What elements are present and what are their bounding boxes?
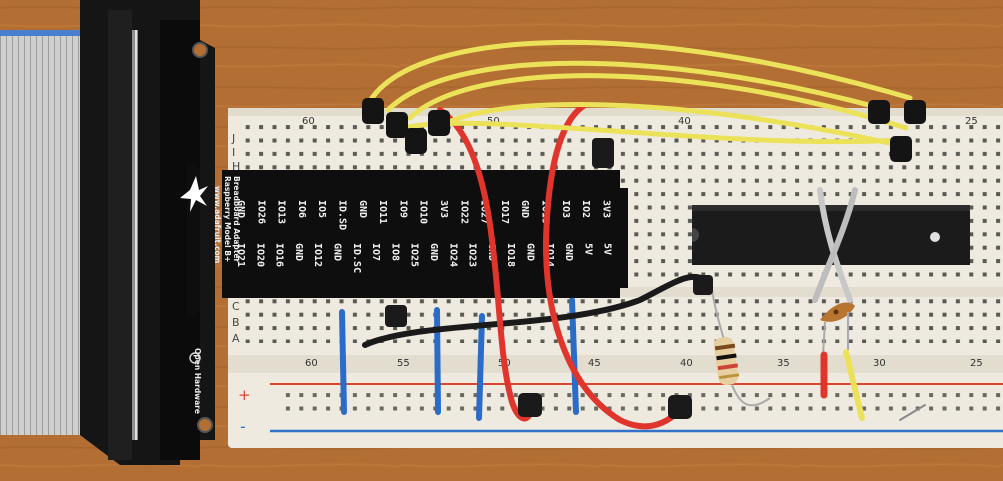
adapter-pin-label: ID.SD bbox=[337, 200, 348, 230]
col-number-top-25: 25 bbox=[965, 116, 978, 127]
resistor bbox=[711, 289, 771, 407]
adapter-pin-label: GND bbox=[357, 200, 368, 218]
red-wires bbox=[437, 102, 692, 430]
rail-minus-label: - bbox=[240, 417, 246, 436]
row-letter-c: C bbox=[232, 300, 240, 313]
adapter-pin-label: GND bbox=[525, 243, 536, 261]
adapter-pin-label: IO3 bbox=[560, 200, 571, 218]
oshw-gear-icon bbox=[189, 352, 201, 364]
ribbon-connector bbox=[80, 0, 215, 465]
adapter-pin-label: 3V3 bbox=[438, 200, 449, 218]
row-letter-b: B bbox=[232, 316, 240, 329]
adapter-pin-label: IO2 bbox=[580, 200, 591, 218]
adapter-pin-label: IO26 bbox=[255, 200, 266, 224]
col-number-bottom-40: 40 bbox=[680, 358, 693, 369]
adapter-pin-label: IO27 bbox=[479, 200, 490, 224]
rail-plus-label: + bbox=[238, 386, 251, 404]
col-number-bottom-45: 45 bbox=[588, 358, 601, 369]
adapter-pin-label: IO5 bbox=[316, 200, 327, 218]
col-number-bottom-55: 55 bbox=[397, 358, 410, 369]
yellow-wires bbox=[369, 39, 913, 148]
adapter-pin-label: IO11 bbox=[377, 200, 388, 224]
col-number-top-60: 60 bbox=[302, 116, 315, 127]
row-letter-j: J bbox=[231, 132, 235, 145]
adapter-pin-label: GND bbox=[519, 200, 530, 218]
col-number-top-40: 40 bbox=[678, 116, 691, 127]
ribbon-cable bbox=[0, 30, 85, 435]
adapter-pin-label: IO17 bbox=[499, 200, 510, 224]
adapter-pin-label: IO25 bbox=[409, 243, 420, 267]
adapter-pin-label: IO9 bbox=[397, 200, 408, 218]
adapter-title-line-1: Raspberry Model B+ bbox=[223, 176, 232, 262]
adapter-pin-label: GND bbox=[235, 200, 246, 218]
col-number-bottom-60: 60 bbox=[305, 358, 318, 369]
row-letter-a: A bbox=[232, 332, 240, 345]
adapter-pin-label: IO12 bbox=[312, 243, 323, 267]
adapter-pin-label: IO7 bbox=[370, 243, 381, 261]
ceramic-capacitor bbox=[820, 302, 855, 356]
adapter-title-line-2: Breadboard Adapter bbox=[232, 176, 241, 262]
row-letter-i: I bbox=[232, 146, 235, 159]
gpio-adapter-board: Raspberry Model B+ Breadboard Adapter ww… bbox=[180, 160, 628, 414]
adapter-pin-label: IO13 bbox=[276, 200, 287, 224]
adapter-pin-label: GND bbox=[428, 243, 439, 261]
black-wire bbox=[362, 273, 713, 348]
col-number-bottom-25: 25 bbox=[970, 358, 983, 369]
adapter-pin-label: IO24 bbox=[447, 243, 458, 267]
col-number-bottom-30: 30 bbox=[873, 358, 886, 369]
adapter-pin-label: ID.SC bbox=[351, 243, 362, 273]
adapter-pin-label: 3V3 bbox=[600, 200, 611, 218]
small-jumpers bbox=[820, 349, 926, 421]
yellow-wire-connectors bbox=[362, 98, 926, 162]
col-number-bottom-35: 35 bbox=[777, 358, 790, 369]
adapter-pin-label: IO8 bbox=[389, 243, 400, 261]
adapter-pin-label: IO6 bbox=[296, 200, 307, 218]
adapter-pin-label: 5V bbox=[602, 243, 613, 255]
adafruit-star-icon bbox=[180, 176, 208, 212]
adapter-pin-label: IO16 bbox=[274, 243, 285, 267]
adapter-vendor-url: www.adafruit.com bbox=[213, 186, 222, 264]
adapter-pin-label: GND bbox=[332, 243, 343, 261]
adapter-pin-label: IO18 bbox=[505, 243, 516, 267]
adapter-pin-label: GND bbox=[293, 243, 304, 261]
oshw-label: Open Hardware bbox=[193, 348, 202, 414]
adapter-pin-label: 5V bbox=[582, 243, 593, 255]
adapter-pin-label: IO22 bbox=[458, 200, 469, 224]
adapter-pin-label: IO10 bbox=[418, 200, 429, 224]
adapter-pin-label: IO14 bbox=[544, 243, 555, 267]
adapter-pin-label: IO21 bbox=[235, 243, 246, 267]
adapter-pin-label: IO23 bbox=[467, 243, 478, 267]
adapter-pin-label: GND bbox=[563, 243, 574, 261]
row-letter-h: H bbox=[232, 160, 240, 173]
adapter-pin-label: IO20 bbox=[254, 243, 265, 267]
grey-wires bbox=[812, 187, 858, 303]
